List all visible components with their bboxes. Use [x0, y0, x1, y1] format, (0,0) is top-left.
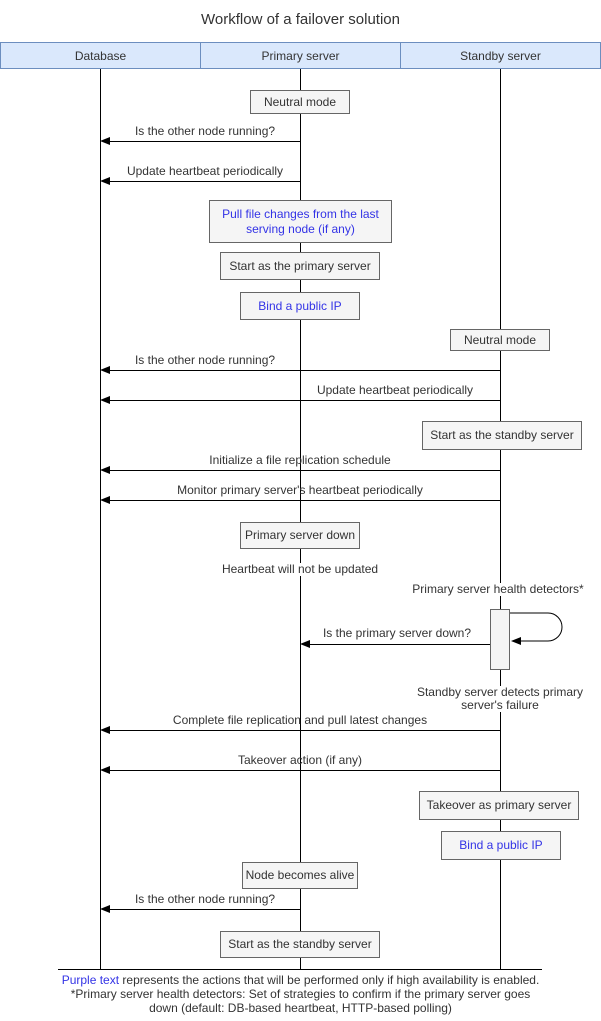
- action-box-neutral-mode-standby: Neutral mode: [450, 329, 550, 351]
- message-label: Is the primary server down?: [322, 626, 472, 640]
- lifeline-standby-server: [500, 69, 501, 969]
- arrowhead-left-icon: [100, 496, 110, 504]
- arrowhead-left-icon: [100, 137, 110, 145]
- message-line: [108, 909, 300, 910]
- action-box-neutral-mode-primary: Neutral mode: [250, 90, 350, 114]
- arrowhead-left-icon: [100, 366, 110, 374]
- footnote: Purple text represents the actions that …: [0, 973, 601, 1015]
- message-line: [108, 400, 500, 401]
- action-box-start-as-primary: Start as the primary server: [220, 252, 380, 280]
- self-loop-arrow: [510, 612, 563, 645]
- arrowhead-left-icon: [100, 396, 110, 404]
- message-line: [108, 470, 500, 471]
- action-box-primary-server-down: Primary server down: [240, 522, 360, 549]
- participant-standby-server: Standby server: [400, 42, 601, 69]
- arrowhead-left-icon: [100, 905, 110, 913]
- activation-bar: [490, 609, 510, 670]
- message-line: [108, 770, 500, 771]
- action-box-start-as-standby-bottom: Start as the standby server: [220, 931, 380, 958]
- arrowhead-left-icon: [300, 640, 310, 648]
- participant-database: Database: [0, 42, 201, 69]
- message-label: Initialize a file replication schedule: [209, 453, 391, 467]
- footnote-line-3: down (default: DB-based heartbeat, HTTP-…: [149, 1001, 452, 1015]
- message-label: Update heartbeat periodically: [316, 383, 474, 397]
- footnote-line-1: Purple text represents the actions that …: [0, 973, 601, 987]
- action-box-takeover-as-primary: Takeover as primary server: [419, 791, 579, 820]
- footnote-line-1-rest: represents the actions that will be perf…: [119, 973, 540, 987]
- note-heartbeat-not-updated: Heartbeat will not be updated: [150, 562, 450, 577]
- arrowhead-left-icon: [100, 466, 110, 474]
- note-standby-detects-failure: Standby server detects primary server's …: [405, 685, 595, 713]
- action-box-bind-public-ip-standby: Bind a public IP: [441, 831, 561, 860]
- note-health-detectors: Primary server health detectors*: [398, 582, 598, 597]
- action-box-node-becomes-alive: Node becomes alive: [242, 862, 358, 889]
- action-box-bind-public-ip-primary: Bind a public IP: [240, 292, 360, 320]
- message-label: Complete file replication and pull lates…: [172, 713, 428, 727]
- arrowhead-left-icon: [100, 766, 110, 774]
- lifeline-primary-server: [300, 69, 301, 969]
- message-label: Update heartbeat periodically: [126, 164, 284, 178]
- message-label: Monitor primary server's heartbeat perio…: [177, 483, 423, 497]
- diagram-bottom-line: [58, 969, 542, 970]
- message-line: [108, 141, 300, 142]
- message-line: [108, 730, 500, 731]
- message-label: Is the other node running?: [134, 353, 276, 367]
- action-box-start-as-standby: Start as the standby server: [422, 421, 582, 450]
- message-label: Takeover action (if any): [237, 753, 363, 767]
- diagram-title: Workflow of a failover solution: [201, 11, 400, 28]
- message-line: [108, 500, 500, 501]
- message-line: [108, 370, 500, 371]
- arrowhead-left-icon: [100, 177, 110, 185]
- arrowhead-left-icon: [100, 726, 110, 734]
- lifeline-database: [100, 69, 101, 969]
- footnote-purple-text: Purple text: [61, 973, 120, 987]
- message-label: Is the other node running?: [134, 124, 276, 138]
- message-label: Is the other node running?: [134, 892, 276, 906]
- message-line: [108, 181, 300, 182]
- message-line: [308, 644, 490, 645]
- action-box-pull-file-changes: Pull file changes from the last serving …: [209, 200, 392, 243]
- participant-primary-server: Primary server: [200, 42, 401, 69]
- footnote-line-2: *Primary server health detectors: Set of…: [70, 987, 531, 1001]
